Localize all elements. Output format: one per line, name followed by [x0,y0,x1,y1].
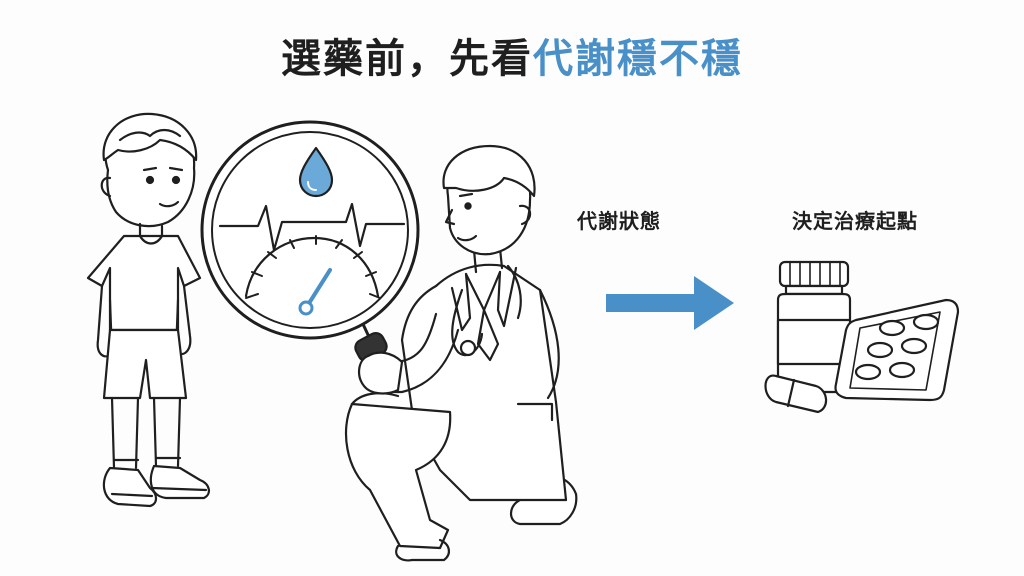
label-treatment-start: 決定治療起點 [792,209,918,233]
gauge-meter-icon [244,235,381,316]
label-metabolic-state: 代謝狀態 [577,209,661,233]
heartbeat-line-icon [218,202,406,252]
doctor-figure [344,144,578,562]
pill-bottle-icon [776,260,852,394]
page-title: 選藥前，先看代謝穩不穩 [0,26,1024,84]
pill-blister-pack-icon [834,298,960,402]
capsule-icon [764,374,828,414]
child-figure [86,112,210,508]
magnifying-glass [200,120,420,363]
title-prefix: 選藥前，先看 [281,36,533,82]
title-highlight: 代謝穩不穩 [533,36,743,82]
arrow-right-icon [606,276,734,330]
